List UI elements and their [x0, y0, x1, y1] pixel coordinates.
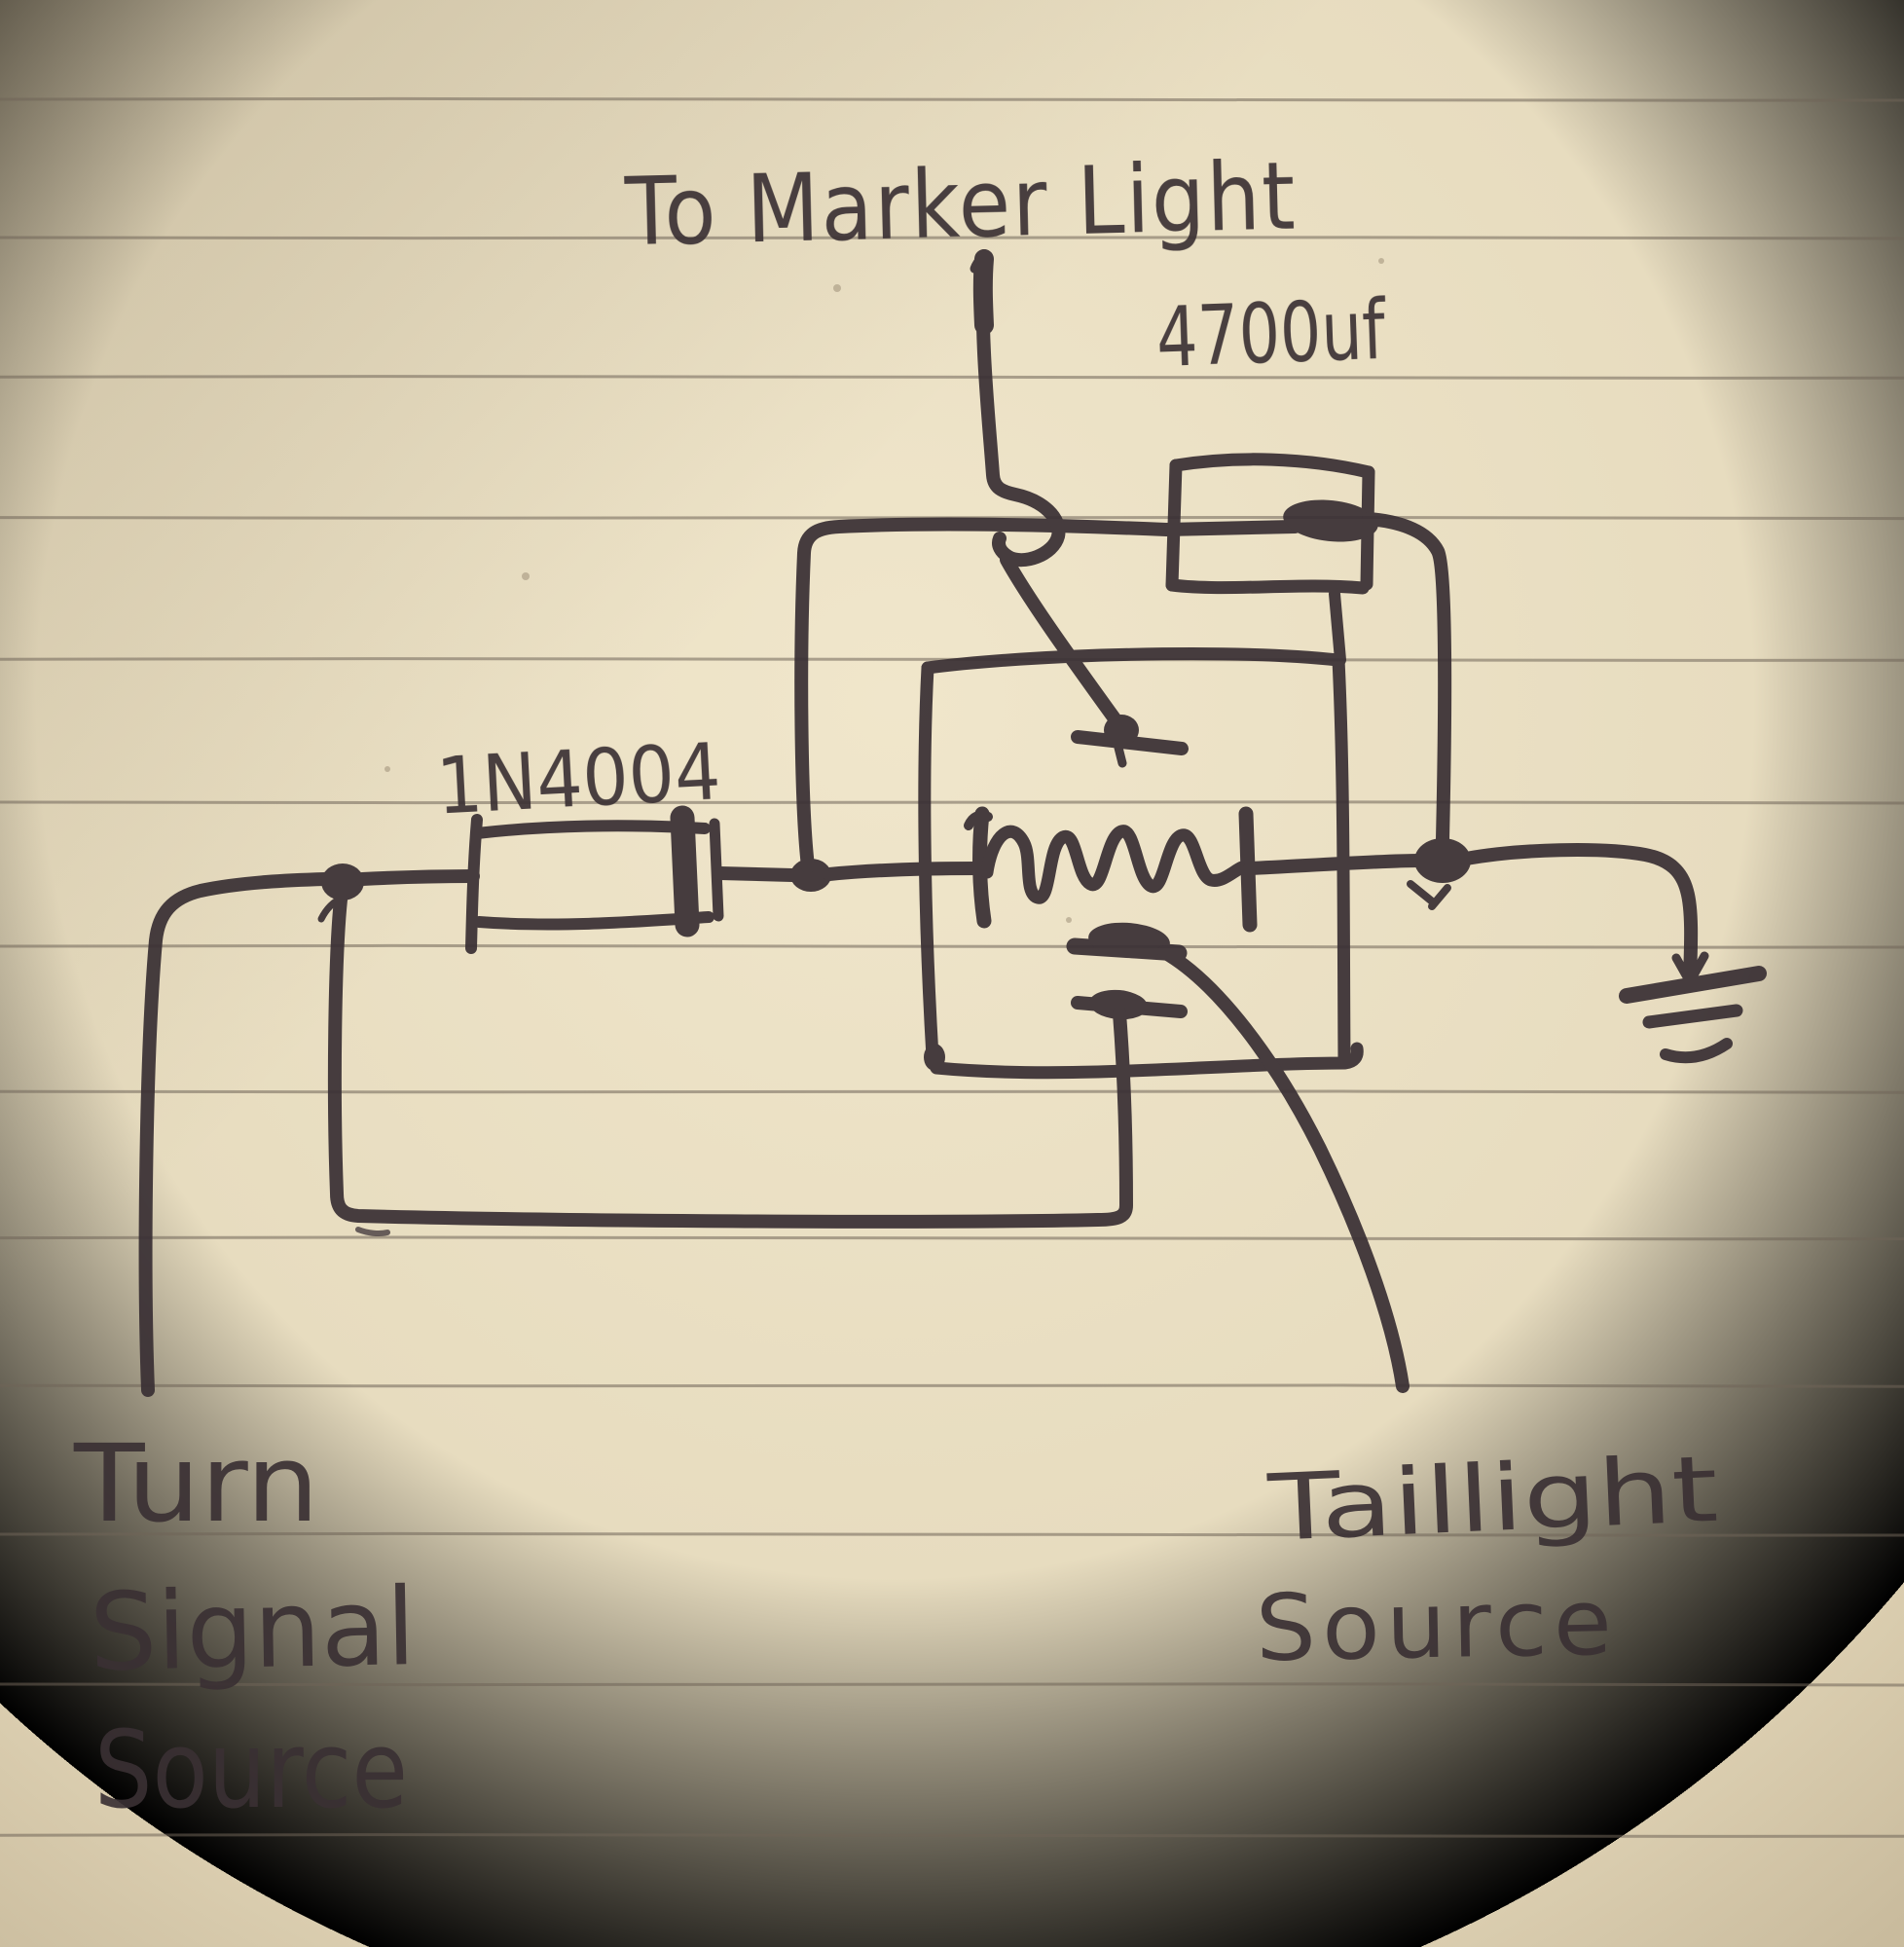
wire-bus-left: [355, 869, 480, 886]
ruled-line: [0, 1383, 1904, 1388]
relay-contact-return: [1071, 989, 1188, 1020]
ruled-line: [0, 96, 1904, 102]
wire-capacitor-to-relay: [1329, 588, 1346, 666]
ruled-line: [0, 236, 1904, 240]
ground-arrow-flare-left: [1671, 953, 1694, 985]
label-capacitor-value: 4700uf: [1154, 282, 1388, 386]
junction-dot-left: [321, 863, 364, 900]
ground-bar-3: [1660, 1038, 1733, 1064]
label-turn-signal-source: Turn Signal Source: [73, 1421, 417, 1832]
relay-outline-left: [918, 661, 939, 1064]
capacitor-box-left: [1165, 459, 1183, 592]
ruled-line: [0, 1833, 1904, 1838]
relay-outline-bottom: [930, 1042, 1364, 1080]
relay-contact-common: [1071, 715, 1189, 768]
relay-outline-right: [1332, 653, 1351, 1068]
relay-corner-blob: [924, 1044, 945, 1071]
junction-dot-mid: [790, 859, 831, 892]
wire-capacitor-branch: [794, 517, 1301, 873]
relay-coil-winding: [980, 825, 1249, 904]
label-to-marker-light: To Marker Light: [623, 142, 1298, 268]
ruled-line: [0, 800, 1904, 805]
relay-outline-top: [921, 647, 1345, 675]
relay-contact-common-stub: [1114, 743, 1127, 768]
wire-turn-signal-source: [138, 872, 332, 1397]
relay-coil-left-hook: [964, 810, 993, 830]
wire-to-ground: [1459, 843, 1699, 984]
junction-dot-right-flick1: [1407, 880, 1435, 904]
ruled-line: [0, 1089, 1904, 1094]
ruled-lines: [0, 96, 1904, 1838]
diode-box-left: [465, 814, 483, 954]
ruled-line: [0, 943, 1904, 949]
wire-marker-light-tick: [970, 254, 992, 274]
wire-coil-out: [1243, 854, 1426, 875]
wire-contact-return-run: [327, 893, 1133, 1229]
capacitor-box-top: [1169, 453, 1375, 479]
capacitor-lead-out: [1362, 512, 1452, 846]
label-turn: Turn: [73, 1421, 319, 1546]
junction-dot-right-flick2: [1428, 884, 1451, 910]
ruled-line: [0, 1531, 1904, 1537]
ruled-line: [0, 375, 1904, 380]
ground-bar-1: [1619, 966, 1767, 1004]
diode-cathode-band: [670, 805, 700, 937]
capacitor-plate-blob: [1283, 499, 1378, 542]
wire-taillight-source: [1157, 945, 1410, 1393]
wire-marker-light-drop: [1000, 553, 1123, 728]
relay-symbol: [823, 647, 1426, 1080]
ground-arrow-flare-right: [1686, 951, 1709, 985]
label-taillight-source: Taillight Source: [1255, 1437, 1720, 1682]
relay-contact-return-blob: [1089, 989, 1148, 1020]
ground-icon: [1619, 951, 1767, 1064]
diode-lead-out: [714, 866, 799, 882]
relay-contact-common-dot: [1104, 715, 1139, 746]
wire-bus-into-relay: [823, 862, 984, 881]
junction-dot-right: [1414, 838, 1471, 883]
diode-box-bottom: [473, 911, 714, 931]
capacitor-symbol: [1165, 453, 1452, 846]
relay-contact-taillight-blob: [1088, 922, 1170, 959]
wire-marker-light-start: [972, 249, 994, 335]
ground-bar-2: [1642, 1004, 1743, 1029]
diode-symbol: [465, 805, 799, 954]
stray-pen-mark: [355, 1227, 390, 1236]
label-signal: Signal: [89, 1564, 417, 1695]
label-source-left: Source: [94, 1708, 408, 1832]
label-source-right: Source: [1255, 1570, 1619, 1682]
ruled-line: [0, 1682, 1904, 1687]
label-taillight: Taillight: [1265, 1437, 1721, 1562]
relay-coil-left-bar: [972, 806, 992, 929]
paper-specks: [384, 258, 1384, 923]
capacitor-box-bottom: [1165, 578, 1370, 595]
ruled-line: [0, 1235, 1904, 1241]
label-diode-part: 1N4004: [434, 726, 722, 831]
